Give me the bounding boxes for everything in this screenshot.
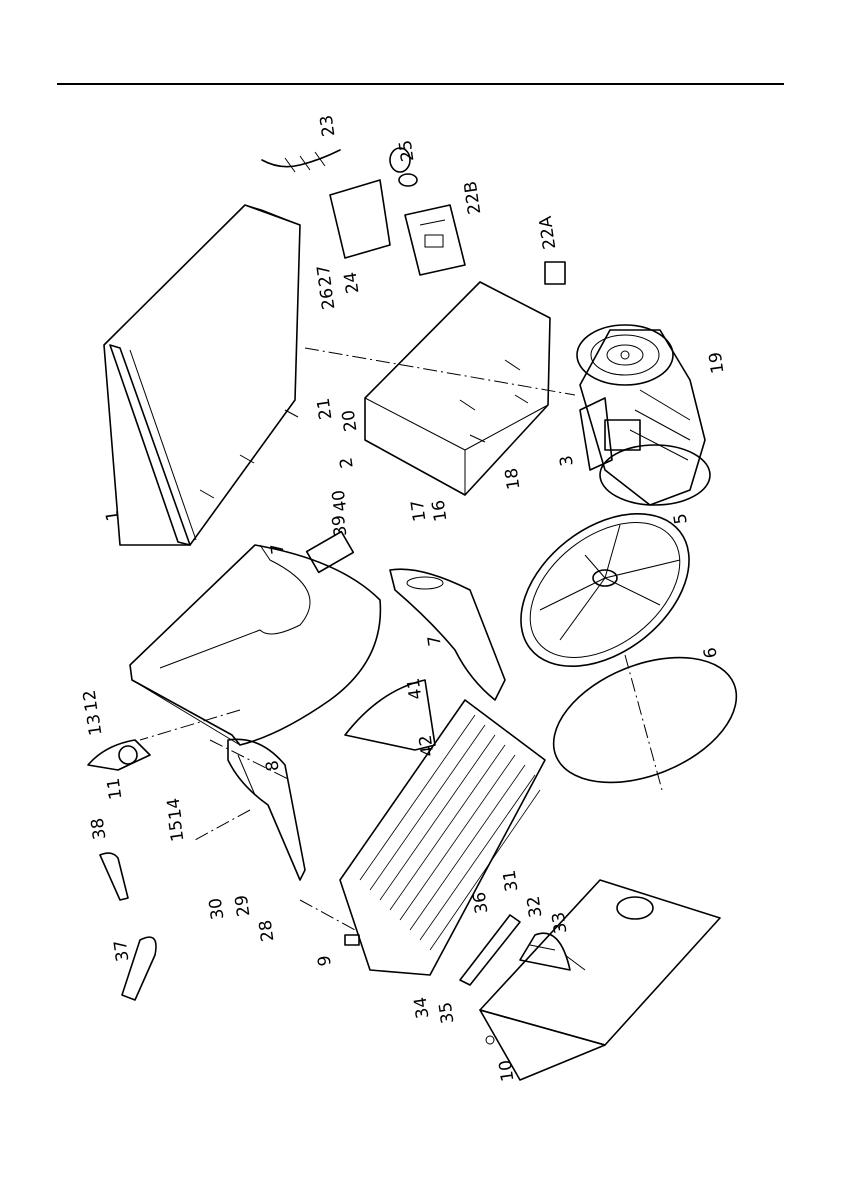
callout-label: 14 — [164, 797, 187, 821]
assembly-center-lines — [140, 348, 575, 930]
callout-label: 11 — [104, 777, 127, 801]
callout-label: 40 — [329, 489, 352, 513]
callout-label: 22B — [461, 180, 485, 216]
part-guide-block — [307, 532, 354, 573]
callout-label: 9 — [314, 954, 335, 968]
callout-label: 12 — [80, 689, 103, 713]
callout-label: 39 — [329, 514, 352, 538]
part-switch-bracket — [330, 180, 390, 258]
callout-label: 18 — [502, 467, 525, 491]
callout-label: 19 — [706, 351, 729, 375]
callout-label: 33 — [549, 911, 572, 935]
part-motor-housing — [365, 282, 550, 495]
callout-label: 37 — [111, 939, 134, 963]
part-blade-guard-arm — [228, 739, 305, 880]
callout-label: 7 — [267, 542, 288, 556]
callout-label: 5 — [670, 512, 691, 526]
callout-label: 6 — [700, 646, 721, 660]
callout-label: 15 — [166, 819, 189, 843]
callout-label: 34 — [411, 996, 434, 1020]
callout-label: 30 — [206, 897, 229, 921]
callout-label: 25 — [396, 139, 419, 163]
part-motor — [577, 325, 710, 505]
part-base-stand — [480, 880, 720, 1080]
callout-label: 20 — [339, 409, 362, 433]
callout-label: 17 — [408, 499, 431, 523]
callout-label: 31 — [500, 869, 523, 893]
callout-label: 32 — [524, 895, 547, 919]
callout-label: 16 — [429, 499, 452, 523]
part-upper-wheel-cover — [130, 545, 380, 745]
callout-label: 21 — [314, 397, 337, 421]
callout-label: 28 — [256, 919, 279, 943]
callout-label: 41 — [404, 677, 427, 701]
callout-label: 22A — [536, 214, 560, 250]
callout-label: 23 — [317, 114, 340, 138]
callout-label: 2 — [336, 456, 357, 470]
callout-label: 29 — [232, 894, 255, 918]
callout-label: 13 — [84, 713, 107, 737]
callout-label: 27 — [314, 264, 337, 288]
part-toggle-switch — [545, 262, 565, 284]
callout-label: 1 — [102, 509, 123, 523]
part-power-cord — [262, 150, 340, 172]
part-band-blade — [535, 633, 754, 807]
callout-label: 42 — [416, 734, 439, 758]
callout-label: 38 — [88, 817, 111, 841]
callout-label: 35 — [436, 1001, 459, 1025]
part-wrench-small — [100, 853, 128, 900]
callout-label: 10 — [496, 1059, 519, 1083]
callout-label: 36 — [470, 891, 493, 915]
callout-label: 8 — [262, 759, 283, 773]
part-tension-knob — [88, 740, 150, 770]
part-top-cover-panel — [104, 205, 300, 545]
callout-label: 7 — [424, 634, 445, 648]
part-switch-box — [405, 205, 465, 275]
callout-label: 26 — [317, 287, 340, 311]
callout-label: 24 — [341, 271, 364, 295]
callout-label: 3 — [556, 454, 577, 468]
